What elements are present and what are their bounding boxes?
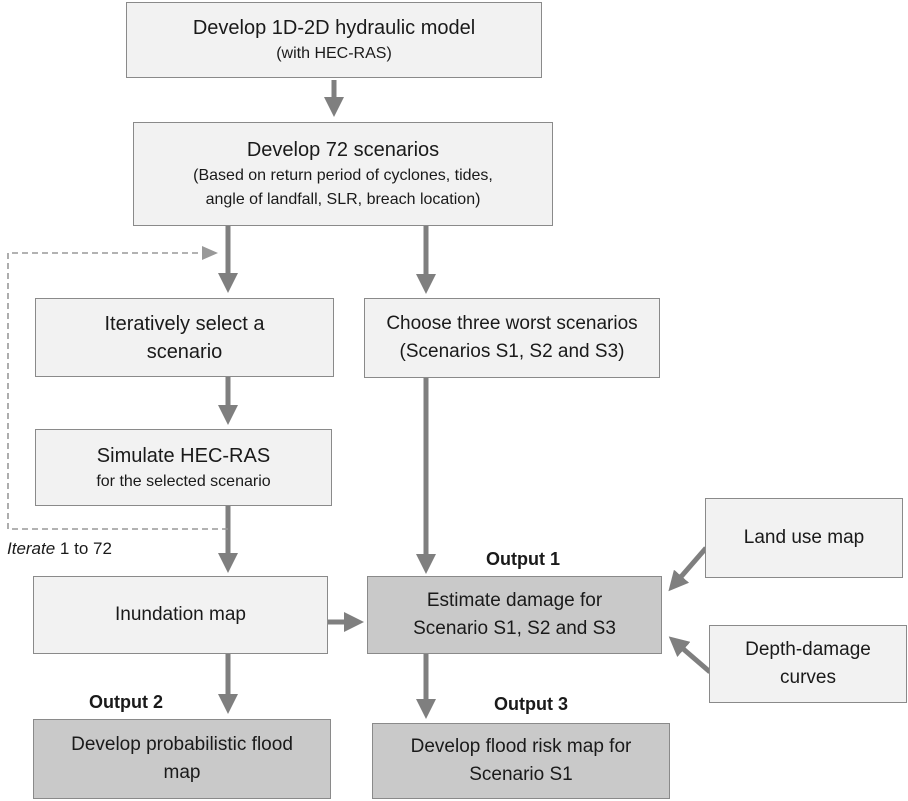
estimate-damage-box: Estimate damage for Scenario S1, S2 and …	[367, 576, 662, 654]
inundation-map-label: Inundation map	[115, 604, 246, 625]
inundation-map-box: Inundation map	[33, 576, 328, 654]
select-scenario-box: Iteratively select a scenario	[35, 298, 334, 377]
probabilistic-flood-map-line-1: Develop probabilistic flood	[71, 734, 293, 755]
depth-damage-line-1: Depth-damage	[745, 639, 871, 660]
simulate-title: Simulate HEC-RAS	[96, 444, 271, 467]
iterate-word: Iterate	[7, 539, 56, 558]
choose-worst-line-1: Choose three worst scenarios	[386, 313, 638, 334]
simulate-box: Simulate HEC-RAS for the selected scenar…	[35, 429, 332, 506]
arrow-depthdamage-to-damage	[668, 636, 712, 674]
flood-risk-map-line-2: Scenario S1	[469, 764, 573, 785]
choose-worst-box: Choose three worst scenarios (Scenarios …	[364, 298, 660, 378]
develop-scenarios-detail-2: angle of landfall, SLR, breach location)	[205, 191, 481, 208]
simulate-subtitle: for the selected scenario	[96, 472, 271, 490]
develop-model-title: Develop 1D-2D hydraulic model	[192, 17, 476, 39]
develop-model-subtitle: (with HEC-RAS)	[276, 45, 392, 62]
develop-scenarios-title: Develop 72 scenarios	[246, 139, 440, 161]
select-scenario-line-2: scenario	[146, 340, 223, 363]
select-scenario-line-1: Iteratively select a	[104, 312, 265, 335]
flood-risk-map-box: Develop flood risk map for Scenario S1	[372, 723, 670, 799]
output-2-label: Output 2	[89, 692, 163, 712]
arrow-landuse-to-damage	[668, 546, 708, 592]
output-3-label: Output 3	[494, 694, 568, 714]
develop-scenarios-detail-1: (Based on return period of cyclones, tid…	[193, 167, 493, 184]
land-use-label: Land use map	[743, 527, 865, 548]
iterate-label: Iterate 1 to 72	[7, 539, 112, 559]
flood-risk-map-line-1: Develop flood risk map for	[410, 736, 632, 757]
probabilistic-flood-map-box: Develop probabilistic flood map	[33, 719, 331, 799]
depth-damage-line-2: curves	[780, 667, 836, 688]
probabilistic-flood-map-line-2: map	[163, 762, 201, 783]
iterate-loop-arrowhead	[202, 246, 218, 260]
estimate-damage-line-2: Scenario S1, S2 and S3	[413, 618, 616, 639]
iterate-loop	[7, 252, 228, 530]
output-1-label: Output 1	[486, 549, 560, 569]
develop-scenarios-box: Develop 72 scenarios (Based on return pe…	[133, 122, 553, 226]
estimate-damage-line-1: Estimate damage for	[426, 590, 603, 611]
land-use-box: Land use map	[705, 498, 903, 578]
depth-damage-box: Depth-damage curves	[709, 625, 907, 703]
choose-worst-line-2: (Scenarios S1, S2 and S3)	[399, 341, 625, 362]
iterate-range: 1 to 72	[55, 539, 112, 558]
develop-model-box: Develop 1D-2D hydraulic model (with HEC-…	[126, 2, 542, 78]
